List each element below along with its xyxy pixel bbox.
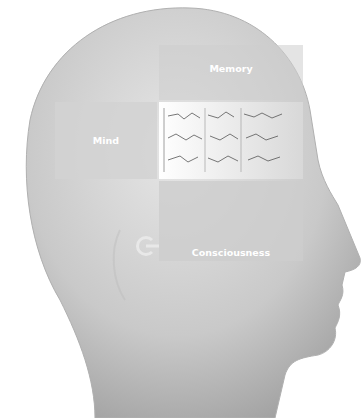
consciousness-box: Consciousness [159,181,303,261]
ear-shadow [114,230,125,300]
keyhole-symbol [137,238,159,255]
center-panel [159,102,303,179]
memory-box: Memory [159,45,303,100]
box-label: Consciousness [159,247,303,258]
box-label: Mind [55,135,157,146]
head-silhouette [26,8,360,418]
panel-sketch [164,108,282,172]
mind-box: Mind [55,102,157,179]
box-label: Memory [159,63,303,74]
